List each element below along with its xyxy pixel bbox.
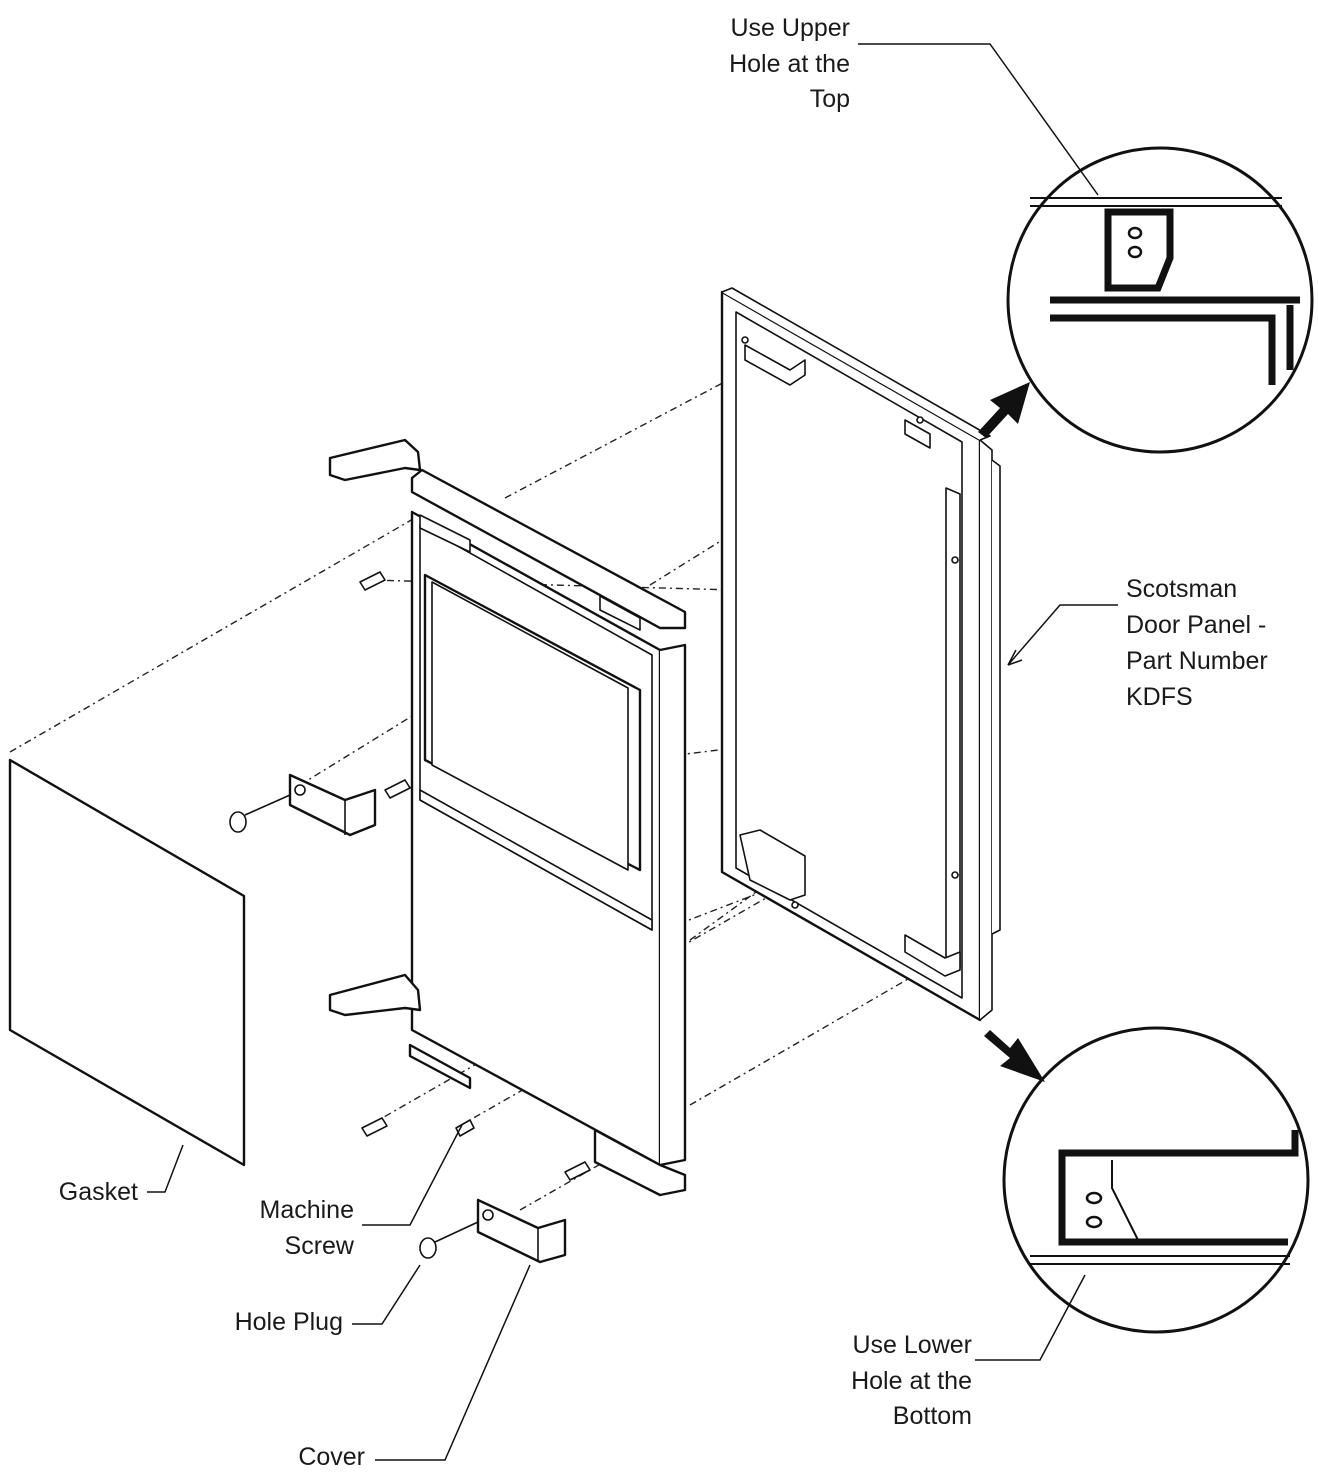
label-door-panel-line-1: Scotsman [1126,575,1237,603]
label-gasket: Gasket [59,1178,138,1206]
upper-detail-arrow-icon [978,382,1030,438]
label-door-panel-line-3: Part Number [1126,647,1268,675]
label-upper-hole-line-1: Use Upper [731,14,851,42]
label-upper-hole: Use Upper Hole at the Top [729,14,850,113]
gasket-sheet [8,758,246,1167]
label-upper-hole-line-3: Top [810,85,850,113]
label-lower-hole: Use Lower Hole at the Bottom [851,1331,972,1430]
label-door-panel-line-4: KDFS [1126,683,1193,711]
label-lower-hole-line-2: Hole at the [851,1367,972,1395]
ice-machine-front [328,438,687,1197]
label-machine-screw-line-1: Machine [260,1196,355,1224]
leader-lines [147,43,1118,1461]
label-machine-screw-line-2: Screw [285,1232,355,1260]
label-cover: Cover [298,1443,365,1471]
lower-hole-detail [1002,1026,1310,1334]
label-upper-hole-line-2: Hole at the [729,50,850,78]
label-lower-hole-line-1: Use Lower [853,1331,973,1359]
door-panel-frame [720,287,1001,1022]
label-machine-screw: Machine Screw [260,1196,355,1260]
label-lower-hole-line-3: Bottom [893,1402,972,1430]
label-door-panel-line-2: Door Panel - [1126,611,1266,639]
label-door-panel: Scotsman Door Panel - Part Number KDFS [1126,575,1268,711]
label-hole-plug: Hole Plug [235,1308,343,1336]
lower-cover-assembly [419,1161,591,1264]
upper-cover-assembly [229,773,377,837]
lower-detail-arrow-icon [984,1030,1045,1082]
upper-hole-detail [1006,146,1314,454]
